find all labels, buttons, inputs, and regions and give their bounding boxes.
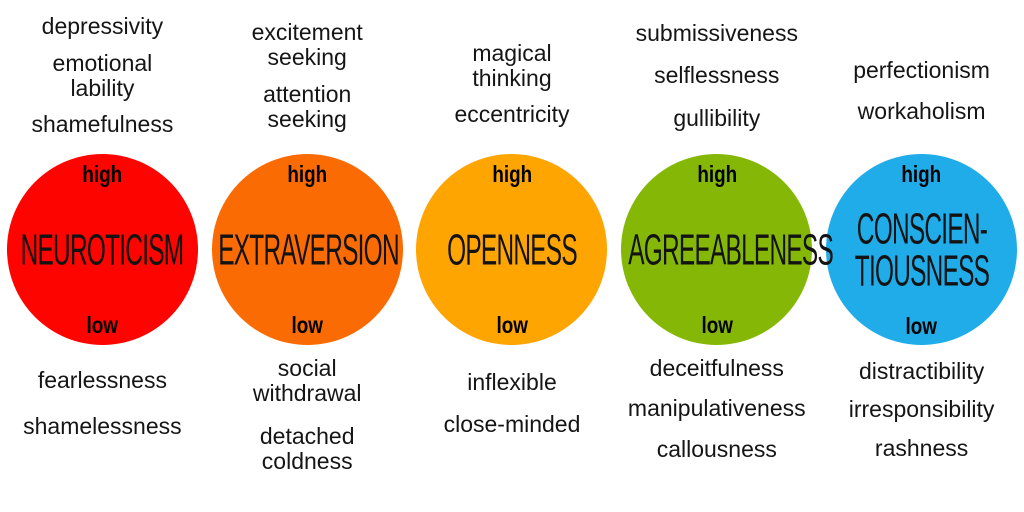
high-trait-label: gullibility [673,104,761,131]
trait-column-conscientiousness: perfectionism workaholism high CONSCIEN-… [819,0,1024,512]
high-traits-extraversion: excitement seeking attention seeking [205,0,410,152]
trait-column-agreeableness: submissiveness selflessness gullibility … [614,0,834,512]
high-marker: high [901,160,942,187]
low-marker: low [905,312,938,339]
high-traits-conscientiousness: perfectionism workaholism [819,0,1024,152]
low-trait-label: manipulativeness [627,395,806,422]
low-traits-openness: inflexible close-minded [410,346,615,512]
low-trait-label: deceitfulness [649,355,784,381]
high-marker: high [696,160,737,187]
low-trait-label: rashness [874,434,969,461]
low-traits-conscientiousness: distractibility irresponsibility rashnes… [819,346,1024,512]
circle-zone: high NEUROTICISM low [6,152,198,346]
trait-name-openness: OPENNESS [447,224,578,274]
circle-openness: high OPENNESS low [416,153,608,345]
trait-name-conscientiousness: CONSCIEN- TIOUSNESS [854,203,989,295]
low-traits-agreeableness: deceitfulness manipulativeness callousne… [614,346,819,512]
circle-agreeableness: high AGREEABLENESS low [621,153,834,345]
high-trait-label: selflessness [654,62,780,89]
high-trait-label: excitement seeking [251,18,363,71]
circle-zone: high AGREEABLENESS low [621,152,834,346]
trait-column-extraversion: excitement seeking attention seeking hig… [205,0,410,512]
low-traits-extraversion: social withdrawal detached coldness [205,346,410,512]
low-trait-label: inflexible [467,369,557,395]
high-traits-agreeableness: submissiveness selflessness gullibility [614,0,819,152]
high-trait-label: workaholism [857,98,986,124]
circle-zone: high CONSCIEN- TIOUSNESS low [826,152,1018,346]
low-traits-neuroticism: fearlessness shamelessness [0,346,205,512]
low-marker: low [496,312,528,339]
high-trait-label: shamefulness [31,111,174,138]
low-marker: low [701,312,733,339]
high-marker: high [82,160,123,187]
trait-name-extraversion: EXTRAVERSION [218,224,400,274]
high-trait-label: eccentricity [454,101,570,128]
high-trait-label: depressivity [41,13,164,40]
trait-column-neuroticism: depressivity emotional lability shameful… [0,0,205,512]
circle-neuroticism: high NEUROTICISM low [6,153,198,345]
low-trait-label: shamelessness [23,413,182,440]
high-marker: high [492,160,532,187]
low-trait-label: close-minded [443,411,581,438]
high-trait-label: magical thinking [472,39,552,91]
high-trait-label: submissiveness [635,20,798,47]
circle-conscientiousness: high CONSCIEN- TIOUSNESS low [826,153,1018,345]
high-trait-label: perfectionism [853,56,990,83]
low-trait-label: social withdrawal [252,355,362,407]
high-marker: high [287,160,328,187]
circle-extraversion: high EXTRAVERSION low [211,153,403,345]
low-trait-label: irresponsibility [848,396,995,423]
circle-zone: high OPENNESS low [416,152,608,346]
circle-zone: high EXTRAVERSION low [211,152,403,346]
low-trait-label: callousness [656,435,777,462]
high-traits-openness: magical thinking eccentricity [410,0,615,152]
high-traits-neuroticism: depressivity emotional lability shameful… [0,0,205,152]
trait-name-agreeableness: AGREEABLENESS [627,224,834,274]
low-marker: low [291,312,323,339]
trait-name-neuroticism: NEUROTICISM [20,224,185,274]
low-trait-label: fearlessness [37,367,167,393]
low-trait-label: distractibility [858,358,985,384]
high-trait-label: attention seeking [263,80,352,132]
low-marker: low [86,312,119,339]
low-trait-label: detached coldness [259,422,355,474]
trait-column-openness: magical thinking eccentricity high OPENN… [410,0,615,512]
high-trait-label: emotional lability [52,49,153,101]
